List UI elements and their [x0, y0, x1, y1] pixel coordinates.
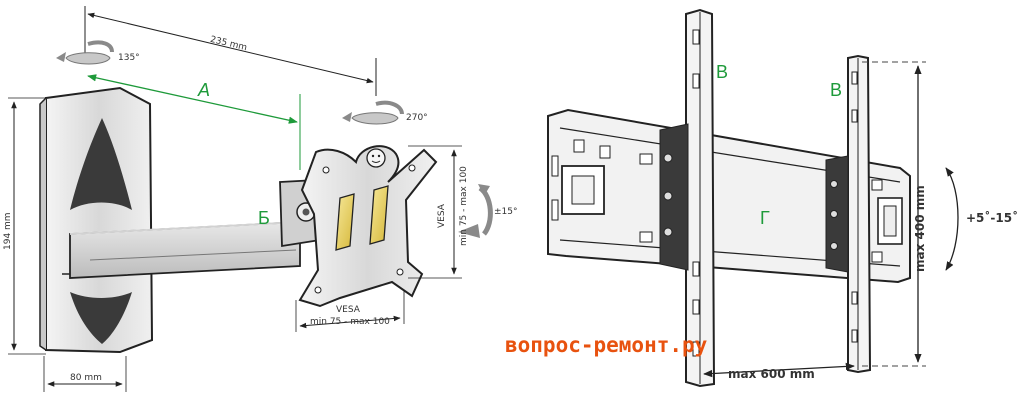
- dim-235mm-label: 235 mm: [209, 35, 248, 53]
- rot-135-label: 135°: [118, 53, 140, 63]
- dim-80mm-label: 80 mm: [70, 373, 102, 383]
- label-v-right: В: [830, 80, 842, 100]
- label-b: Б: [258, 208, 270, 228]
- label-g: Г: [760, 208, 770, 228]
- vesa-vertical-title: VESA: [437, 203, 447, 228]
- dim-a: A: [87, 74, 301, 170]
- swivel-arm: [69, 221, 301, 279]
- dim-194mm-label: 194 mm: [3, 212, 13, 250]
- rotate-135-icon: 135°: [56, 40, 140, 65]
- dim-max-400mm-label: max 400 mm: [913, 185, 927, 272]
- dim-194mm: 194 mm: [3, 97, 46, 355]
- dim-max-600mm-label: max 600 mm: [728, 367, 815, 381]
- watermark-text: вопрос-ремонт.ру: [505, 333, 708, 357]
- dim-max-600mm: max 600 mm: [703, 362, 855, 381]
- wall-plate: [39, 86, 154, 354]
- dim-80mm: 80 mm: [43, 356, 127, 392]
- tilt-range-icon: +5˚-15˚: [945, 167, 1018, 271]
- tilt-15-icon: ±15°: [458, 184, 518, 238]
- dim-vesa-horizontal: VESA min 75 - max 100: [295, 290, 405, 332]
- vesa-vertical-range: min 75 - max 100: [459, 166, 469, 246]
- vesa-horizontal-title: VESA: [336, 305, 361, 315]
- vesa-plate: [298, 145, 438, 308]
- dim-235mm: 235 mm: [84, 6, 377, 96]
- swivel-mount-figure: 235 mm A Б 135° 270° ±15°: [3, 6, 518, 392]
- tilt-range-label: +5˚-15˚: [966, 210, 1018, 225]
- dim-max-400mm: max 400 mm: [862, 61, 927, 367]
- vertical-strap-right: [825, 54, 872, 374]
- rotate-270-icon: 270°: [342, 100, 428, 125]
- label-a: A: [197, 80, 210, 100]
- tilt-15-label: ±15°: [494, 207, 518, 217]
- label-v-left: В: [716, 62, 728, 82]
- tilt-mount-figure: В В Г max 400 mm +5˚-15˚ max 600 mm: [547, 8, 1018, 388]
- vertical-strap-left: [659, 8, 716, 388]
- vesa-horizontal-range: min 75 - max 100: [310, 317, 390, 327]
- dim-vesa-vertical: VESA min 75 - max 100: [408, 145, 469, 279]
- rot-270-label: 270°: [406, 113, 428, 123]
